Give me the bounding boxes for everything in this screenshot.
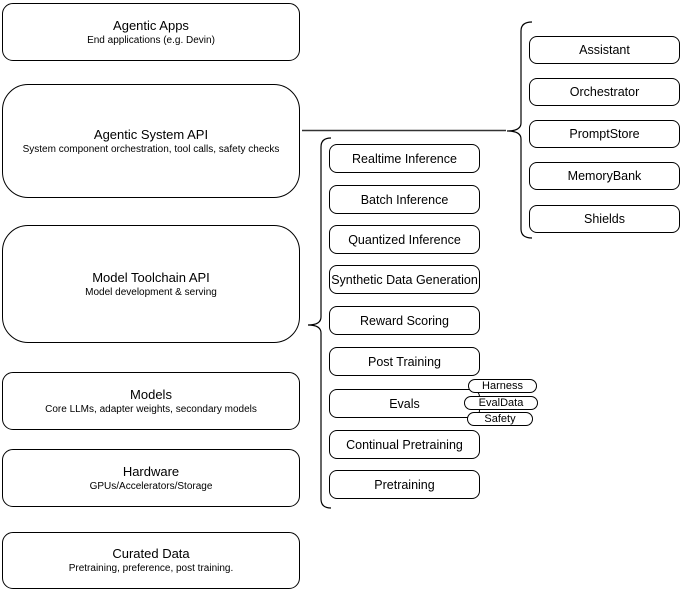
tag-harness: Harness — [468, 379, 537, 393]
node-label: Reward Scoring — [360, 313, 449, 328]
node-title: Agentic Apps — [113, 17, 189, 33]
node-label: PromptStore — [569, 127, 640, 141]
node-subtitle: Pretraining, preference, post training. — [68, 563, 234, 574]
brace-toolchain-group — [307, 137, 332, 509]
node-subtitle: End applications (e.g. Devin) — [87, 34, 215, 46]
node-models: Models Core LLMs, adapter weights, secon… — [2, 372, 300, 430]
node-shields: Shields — [529, 205, 680, 233]
tag-label: Harness — [482, 379, 523, 392]
node-subtitle: System component orchestration, tool cal… — [22, 143, 280, 155]
node-synthetic-data-generation: Synthetic Data Generation — [329, 265, 480, 294]
node-label: Synthetic Data Generation — [331, 272, 478, 287]
node-reward-scoring: Reward Scoring — [329, 306, 480, 335]
node-label: Orchestrator — [569, 85, 640, 99]
tag-label: Safety — [484, 412, 516, 425]
node-subtitle: Core LLMs, adapter weights, secondary mo… — [45, 403, 257, 415]
node-assistant: Assistant — [529, 36, 680, 64]
node-label: Assistant — [579, 43, 630, 57]
node-label: Pretraining — [374, 477, 435, 492]
node-subtitle: Model development & serving — [85, 286, 217, 298]
node-curated-data: Curated Data Pretraining, preference, po… — [2, 532, 300, 589]
node-promptstore: PromptStore — [529, 120, 680, 148]
node-agentic-system-api: Agentic System API System component orch… — [2, 84, 300, 198]
node-label: Continual Pretraining — [346, 437, 463, 452]
node-evals: Evals — [329, 389, 480, 418]
node-subtitle: GPUs/Accelerators/Storage — [89, 480, 213, 492]
node-agentic-apps: Agentic Apps End applications (e.g. Devi… — [2, 3, 300, 61]
node-title: Model Toolchain API — [92, 269, 210, 285]
node-quantized-inference: Quantized Inference — [329, 225, 480, 254]
node-memorybank: MemoryBank — [529, 162, 680, 190]
node-realtime-inference: Realtime Inference — [329, 144, 480, 173]
node-continual-pretraining: Continual Pretraining — [329, 430, 480, 459]
node-label: Evals — [389, 396, 420, 411]
node-label: Quantized Inference — [348, 232, 461, 247]
node-title: Curated Data — [112, 546, 190, 561]
node-batch-inference: Batch Inference — [329, 185, 480, 214]
node-label: MemoryBank — [567, 169, 642, 183]
node-label: Batch Inference — [360, 192, 449, 207]
node-label: Post Training — [368, 354, 441, 369]
node-label: Realtime Inference — [352, 151, 457, 166]
node-hardware: Hardware GPUs/Accelerators/Storage — [2, 449, 300, 507]
node-title: Agentic System API — [93, 126, 209, 142]
node-label: Shields — [584, 212, 625, 226]
node-title: Hardware — [122, 463, 180, 479]
tag-evaldata: EvalData — [464, 396, 538, 410]
node-post-training: Post Training — [329, 347, 480, 376]
tag-safety: Safety — [467, 412, 533, 426]
tag-label: EvalData — [478, 396, 524, 409]
node-title: Models — [130, 386, 172, 402]
node-pretraining: Pretraining — [329, 470, 480, 499]
node-orchestrator: Orchestrator — [529, 78, 680, 106]
node-model-toolchain-api: Model Toolchain API Model development & … — [2, 225, 300, 343]
